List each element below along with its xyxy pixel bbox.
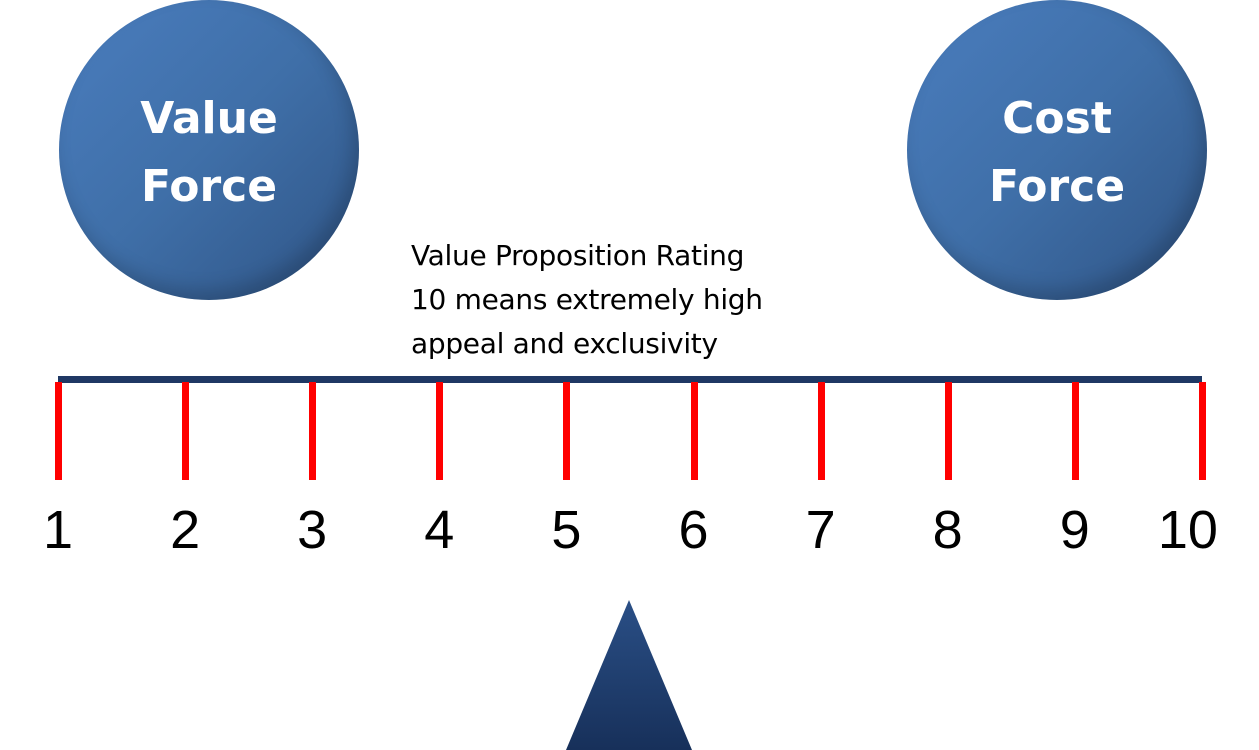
- value-force-circle: Value Force: [59, 0, 359, 300]
- scale-beam: [58, 376, 1202, 383]
- caption-line2: 10 means extremely high: [411, 283, 763, 316]
- scale-tick-8: [944, 382, 952, 480]
- scale-label-3: 3: [297, 500, 328, 560]
- scale-tick-1: [55, 382, 62, 480]
- value-force-line1: Value: [140, 93, 278, 144]
- scale-tick-5: [563, 382, 571, 480]
- scale-label-6: 6: [678, 500, 709, 560]
- caption-line1: Value Proposition Rating: [411, 239, 745, 272]
- scale-label-4: 4: [424, 500, 455, 560]
- scale-tick-2: [182, 382, 190, 480]
- scale-label-10: 10: [1157, 500, 1218, 560]
- scale-tick-9: [1071, 382, 1079, 480]
- scale-label-2: 2: [170, 500, 201, 560]
- scale-label-8: 8: [932, 500, 963, 560]
- rating-caption: Value Proposition Rating 10 means extrem…: [411, 234, 763, 366]
- scale-tick-3: [309, 382, 317, 480]
- fulcrum-shape: [566, 600, 692, 750]
- scale-tick-6: [690, 382, 698, 480]
- scale-label-5: 5: [551, 500, 582, 560]
- scale-tick-4: [436, 382, 444, 480]
- value-force-line2: Force: [140, 161, 278, 212]
- scale-label-7: 7: [805, 500, 836, 560]
- cost-force-label: Cost Force: [907, 85, 1207, 221]
- caption-line3: appeal and exclusivity: [411, 327, 718, 360]
- scale-label-9: 9: [1059, 500, 1090, 560]
- scale-tick-10: [1198, 382, 1206, 480]
- scale-tick-7: [817, 382, 825, 480]
- value-force-label: Value Force: [59, 85, 359, 221]
- cost-force-circle: Cost Force: [907, 0, 1207, 300]
- cost-force-line1: Cost: [1002, 93, 1112, 144]
- cost-force-line2: Force: [988, 161, 1126, 212]
- scale-label-1: 1: [42, 500, 74, 560]
- fulcrum-triangle: [566, 600, 692, 750]
